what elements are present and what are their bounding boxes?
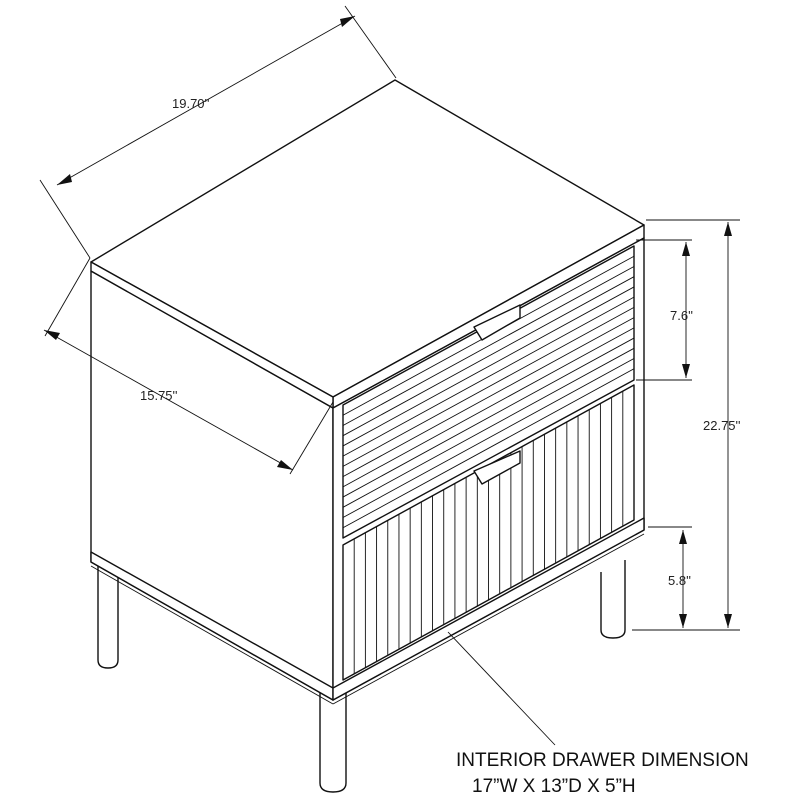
caption-leader-line	[447, 631, 556, 746]
dimension-width: 19.70''	[39, 5, 397, 259]
dimension-leg-height: 5.8''	[648, 526, 692, 628]
slat-line	[342, 317, 635, 478]
top-drawer-front	[342, 245, 635, 539]
slat-line	[342, 306, 635, 467]
leg-front-right	[319, 690, 347, 793]
slat-line	[342, 368, 635, 529]
leg-height-label: 5.8''	[668, 573, 691, 588]
slat-line	[342, 286, 635, 447]
width-label: 19.70''	[172, 96, 210, 111]
bottom-edge-front	[332, 533, 645, 705]
legs	[97, 560, 626, 793]
dimension-depth: 15.75''	[43, 257, 334, 475]
slat-line	[342, 296, 635, 457]
caption-line-2: 17”W X 13”D X 5”H	[472, 776, 636, 797]
bottom-drawer[interactable]	[342, 384, 635, 681]
top-drawer-height-label: 7.6''	[670, 308, 693, 323]
depth-label: 15.75''	[140, 388, 178, 403]
bottom-strip-front	[332, 517, 645, 701]
slat-line	[342, 276, 635, 437]
total-height-label: 22.75''	[703, 418, 741, 433]
leg-front-left	[97, 566, 119, 669]
top-drawer-handle[interactable]	[473, 304, 521, 341]
leg-back-right	[600, 560, 626, 639]
slat-line	[342, 337, 635, 498]
bottom-edge-side	[90, 565, 334, 705]
caption-line-1: INTERIOR DRAWER DIMENSION	[456, 750, 749, 771]
slat-line	[342, 266, 635, 426]
bottom-drawer-slats	[353, 391, 624, 674]
dimension-total-height: 22.75''	[632, 219, 741, 631]
dimension-top-drawer: 7.6''	[636, 239, 693, 381]
slat-line	[342, 327, 635, 488]
top-drawer[interactable]	[342, 245, 635, 539]
bottom-drawer-handle[interactable]	[473, 450, 521, 485]
slat-line	[342, 347, 635, 508]
top-drawer-slats	[342, 255, 635, 529]
slat-line	[342, 358, 635, 518]
